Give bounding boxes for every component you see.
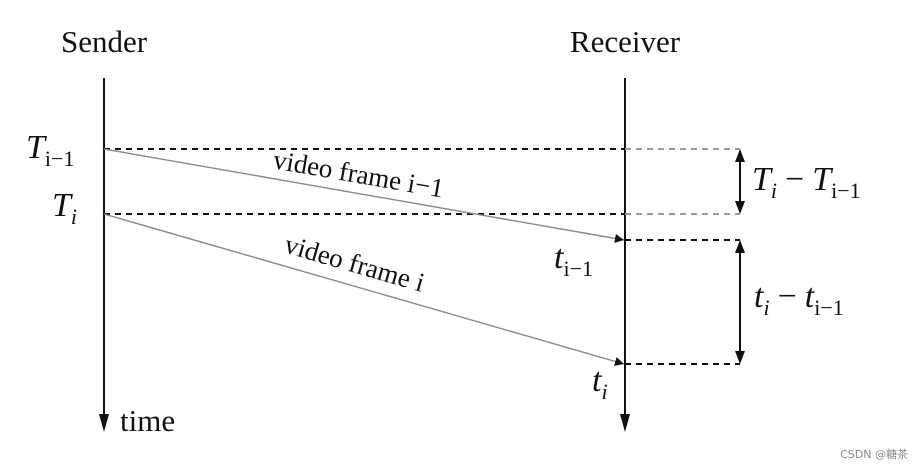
send-interval-arrow-bottom bbox=[735, 201, 745, 214]
frame-cur-label: video frame i bbox=[281, 229, 428, 298]
receiver-timeline-arrowhead bbox=[620, 414, 630, 432]
sender-label: Sender bbox=[61, 24, 148, 59]
time-label: time bbox=[120, 403, 175, 438]
sender-timeline-arrowhead bbox=[99, 414, 109, 432]
T-prev-label: Ti−1 bbox=[26, 129, 74, 171]
recv-interval-arrow-top bbox=[735, 240, 745, 253]
frame-cur-arrow bbox=[103, 213, 625, 366]
send-interval-label: Ti−Ti−1 bbox=[752, 161, 861, 203]
t-prev-label: ti−1 bbox=[554, 239, 593, 281]
frame-prev-arrow bbox=[103, 148, 625, 243]
recv-interval-arrow-bottom bbox=[735, 351, 745, 364]
T-cur-label: Ti bbox=[52, 187, 77, 229]
recv-interval-label: ti−ti−1 bbox=[754, 278, 844, 320]
watermark: CSDN @糖茶 bbox=[840, 448, 908, 461]
receiver-label: Receiver bbox=[570, 24, 681, 59]
send-interval-arrow-top bbox=[735, 149, 745, 162]
frame-prev-label: video frame i−1 bbox=[271, 144, 446, 203]
t-cur-label: ti bbox=[592, 362, 608, 404]
